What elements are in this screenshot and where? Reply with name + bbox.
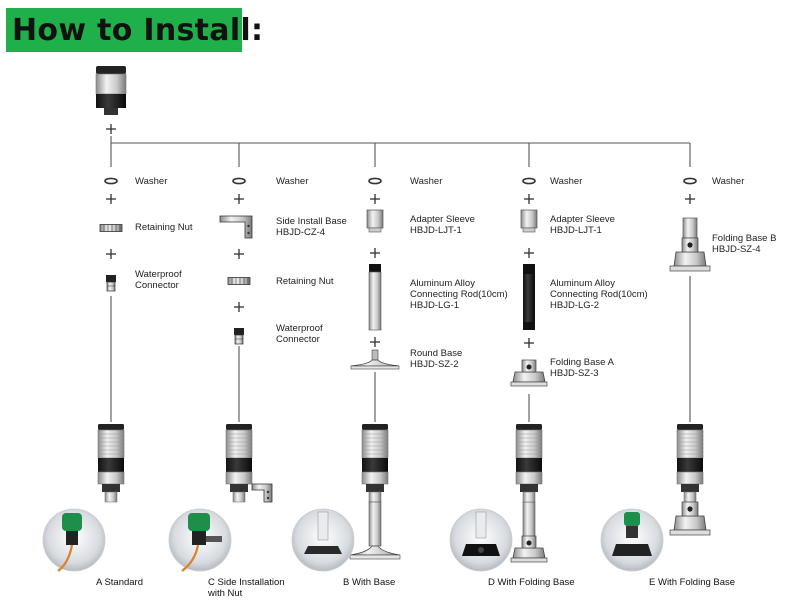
folding-base-a-icon — [510, 359, 548, 387]
label-washer: Washer — [550, 176, 583, 187]
aluminum-rod-icon — [368, 264, 382, 331]
column-d — [510, 177, 548, 563]
tower-light-assembled — [97, 423, 125, 503]
label-washer: Washer — [712, 176, 745, 187]
retaining-nut-icon — [227, 277, 251, 285]
column-e — [669, 177, 711, 536]
waterproof-connector-icon — [105, 274, 117, 292]
label-aluminum-rod: Aluminum Alloy Connecting Rod(10cm) HBJD… — [410, 278, 508, 311]
column-b — [349, 177, 401, 560]
plus-sign — [684, 193, 696, 205]
photo-inset-d — [449, 508, 513, 572]
tower-light-assembled — [225, 423, 253, 503]
label-round-base: Round Base HBJD-SZ-2 — [410, 348, 463, 370]
label-aluminum-rod: Aluminum Alloy Connecting Rod(10cm) HBJD… — [550, 278, 648, 311]
photo-inset-e — [600, 508, 664, 572]
column-c — [219, 177, 273, 503]
page-title-text: How to Install: — [12, 13, 264, 48]
label-washer: Washer — [276, 176, 309, 187]
plus-sign — [523, 247, 535, 259]
caption-a: A Standard — [96, 577, 144, 588]
label-washer: Washer — [135, 176, 168, 187]
label-retaining-nut: Retaining Nut — [276, 276, 334, 287]
plus-sign — [523, 337, 535, 349]
caption-c: C Side Installation with Nut — [208, 577, 285, 599]
rod-and-base-assembled — [349, 501, 401, 560]
washer-icon — [104, 177, 118, 185]
tower-light-assembled — [676, 423, 704, 503]
round-base-icon — [350, 349, 400, 370]
side-bracket-assembled — [251, 483, 273, 503]
label-retaining-nut: Retaining Nut — [135, 222, 193, 233]
tower-light-top — [95, 66, 127, 115]
plus-sign — [233, 193, 245, 205]
washer-icon — [368, 177, 382, 185]
label-folding-base-a: Folding Base A HBJD-SZ-3 — [550, 357, 614, 379]
retaining-nut-icon — [99, 224, 123, 232]
photo-inset-a — [42, 508, 106, 572]
plus-sign — [369, 336, 381, 348]
plus-sign — [105, 193, 117, 205]
tower-light-assembled — [361, 423, 389, 503]
connector-lines — [110, 136, 691, 422]
caption-e: E With Folding Base — [649, 577, 736, 588]
tower-light-assembled — [515, 423, 543, 503]
label-side-install-base: Side Install Base HBJD-CZ-4 — [276, 216, 347, 238]
folding-base-assembled — [669, 501, 711, 536]
aluminum-rod-icon — [523, 264, 535, 330]
washer-icon — [683, 177, 697, 185]
adapter-sleeve-icon — [520, 209, 538, 233]
label-folding-base-b: Folding Base B HBJD-SZ-4 — [712, 233, 777, 255]
photo-inset-c — [168, 508, 232, 572]
plus-sign — [369, 193, 381, 205]
label-waterproof-connector: Waterproof Connector — [135, 269, 182, 291]
plus-sign — [369, 247, 381, 259]
waterproof-connector-icon — [233, 327, 245, 345]
adapter-sleeve-icon — [366, 209, 384, 233]
label-adapter-sleeve: Adapter Sleeve HBJD-LJT-1 — [550, 214, 615, 236]
label-adapter-sleeve: Adapter Sleeve HBJD-LJT-1 — [410, 214, 475, 236]
plus-sign — [233, 301, 245, 313]
label-washer: Washer — [410, 176, 443, 187]
plus-sign — [523, 193, 535, 205]
folding-base-assembled — [510, 535, 548, 563]
side-install-bracket-icon — [219, 215, 253, 239]
photo-inset-b — [291, 508, 355, 572]
page-title: How to Install: — [6, 8, 263, 52]
washer-icon — [522, 177, 536, 185]
folding-base-b-icon — [669, 217, 711, 272]
caption-b: B With Base — [343, 577, 396, 588]
plus-sign — [105, 248, 117, 260]
washer-icon — [232, 177, 246, 185]
plus-sign — [105, 123, 117, 135]
caption-d: D With Folding Base — [488, 577, 575, 588]
label-waterproof-connector: Waterproof Connector — [276, 323, 323, 345]
plus-sign — [233, 248, 245, 260]
